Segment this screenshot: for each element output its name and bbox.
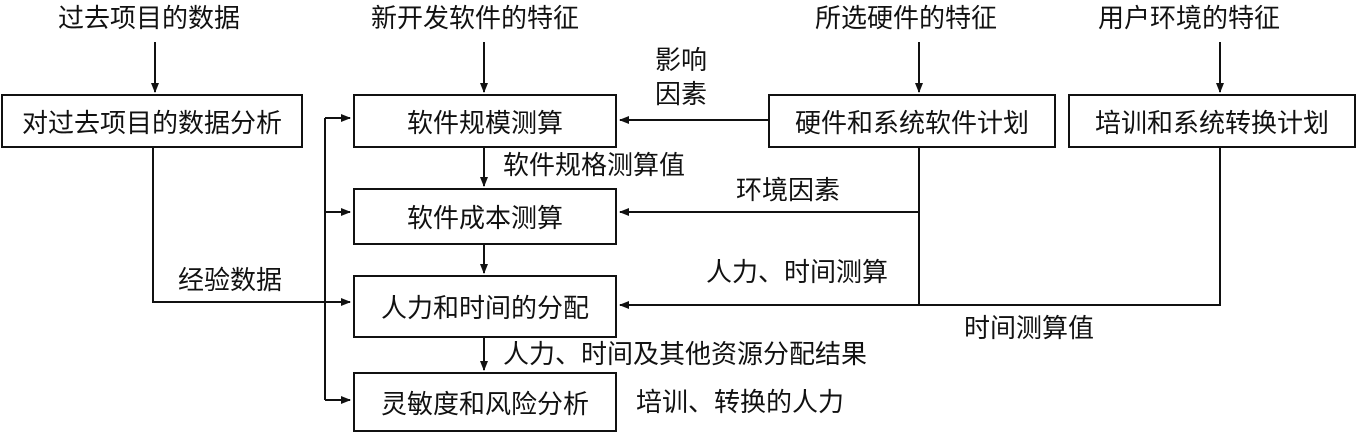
box-size-estimation: 软件规模测算	[353, 94, 617, 148]
label-experience: 经验数据	[178, 266, 283, 296]
arrow-experience	[152, 148, 351, 306]
label-influence-line1: 影响	[655, 46, 708, 76]
input-user-env: 用户环境的特征	[1098, 4, 1281, 34]
label-influence-line2: 因素	[655, 80, 708, 110]
input-new-software: 新开发软件的特征	[371, 4, 580, 34]
box-training-plan: 培训和系统转换计划	[1068, 94, 1356, 148]
label-manpower-time: 人力、时间测算	[706, 258, 889, 288]
label-time-value: 时间测算值	[964, 314, 1095, 344]
input-hardware: 所选硬件的特征	[815, 4, 998, 34]
arrow-time-value	[619, 148, 1221, 309]
label-allocation-result: 人力、时间及其他资源分配结果	[503, 340, 868, 370]
label-training-manpower: 培训、转换的人力	[636, 388, 845, 418]
box-sensitivity: 灵敏度和风险分析	[353, 372, 617, 432]
box-cost-estimation: 软件成本测算	[353, 188, 617, 245]
box-hardware-plan: 硬件和系统软件计划	[768, 94, 1056, 148]
box-data-analysis: 对过去项目的数据分析	[1, 94, 303, 148]
input-past-data: 过去项目的数据	[58, 4, 241, 34]
label-env-factors: 环境因素	[736, 176, 841, 206]
box-allocation: 人力和时间的分配	[353, 275, 617, 338]
label-influence-factors: 影响 因素	[655, 44, 707, 112]
label-size-value: 软件规格测算值	[503, 151, 686, 181]
